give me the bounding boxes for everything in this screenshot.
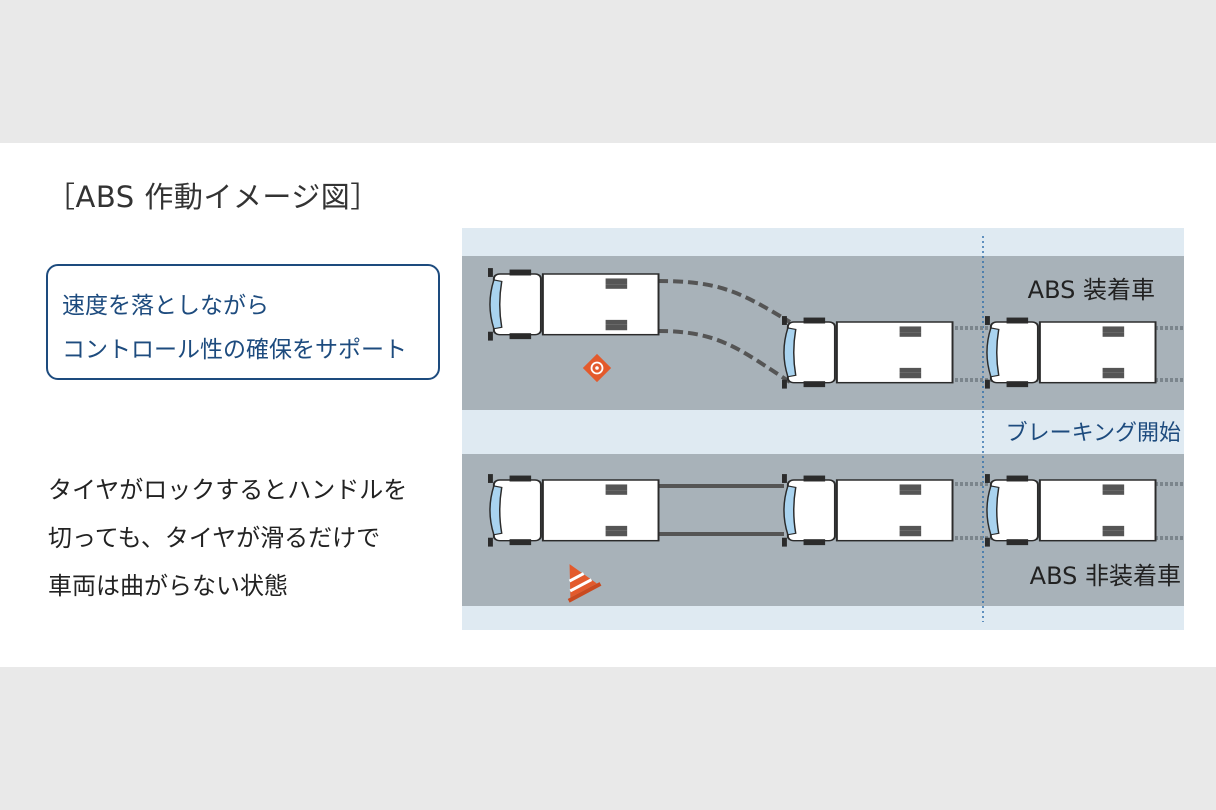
truck-non-abs-middle	[781, 473, 954, 548]
callout-line-1: 速度を落としながら	[62, 293, 269, 319]
obstacle-diamond-icon	[582, 353, 612, 383]
description-line-3: 車両は曲がらない状態	[48, 572, 288, 600]
tire-mark-curve	[657, 329, 792, 384]
label-braking-start: ブレーキング開始	[1006, 421, 1181, 446]
middle-shoulder	[462, 410, 1184, 454]
description-text: タイヤがロックするとハンドルを 切っても、タイヤが滑るだけで 車両は曲がらない状…	[48, 466, 448, 610]
callout-box: 速度を落としながら コントロール性の確保をサポート	[46, 264, 440, 380]
truck-non-abs-start	[984, 473, 1157, 548]
truck-abs-swerved	[487, 267, 660, 342]
callout-line-2: コントロール性の確保をサポート	[62, 337, 407, 363]
bottom-shoulder	[462, 606, 1184, 630]
truck-non-abs-end	[487, 473, 660, 548]
truck-abs-middle	[781, 315, 954, 390]
diagram-title: ［ABS 作動イメージ図］	[46, 180, 380, 214]
truck-abs-start	[984, 315, 1157, 390]
label-abs-equipped: ABS 装着車	[1028, 276, 1155, 304]
top-shoulder	[462, 228, 1184, 256]
traffic-cone-icon	[567, 564, 602, 603]
description-line-2: 切っても、タイヤが滑るだけで	[48, 524, 381, 552]
tire-mark-curve	[657, 279, 792, 324]
description-line-1: タイヤがロックするとハンドルを	[48, 476, 408, 504]
label-non-abs: ABS 非装着車	[1030, 562, 1181, 590]
